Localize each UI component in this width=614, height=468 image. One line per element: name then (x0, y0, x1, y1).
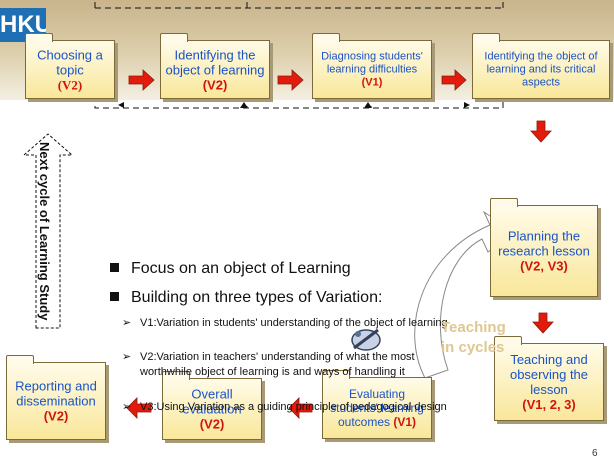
dash-arrowhead (240, 102, 248, 108)
page-number: 6 (592, 448, 598, 459)
teaching-in-cycles-label: Teaching in cycles (441, 319, 506, 356)
step-diagnosing-difficulties: Diagnosing students' learning difficulti… (312, 33, 432, 99)
down-arrow-icon (530, 120, 552, 143)
down-arrow-icon (532, 312, 554, 334)
step-planning-lesson: Planning the research lesson (V2, V3) (490, 198, 598, 297)
step-reporting-dissemination: Reporting and dissemination(V2) (6, 355, 106, 440)
right-arrow-icon (277, 69, 304, 91)
top-dashed-line (94, 0, 504, 9)
right-arrow-icon (128, 69, 155, 91)
left-arrow-icon (288, 397, 313, 419)
magnifier-icon (351, 328, 381, 351)
sub-bullet-v1: ➢V1:Variation in students' understanding… (122, 317, 448, 329)
step-critical-aspects: Identifying the object of learning and i… (472, 33, 610, 99)
dash-arrowhead (118, 102, 124, 108)
next-cycle-label: Next cycle of Learning Study (37, 142, 52, 321)
step-teaching-observing: Teaching and observing the lesson(V1, 2,… (494, 336, 604, 421)
dash-arrowhead (464, 102, 470, 108)
sub-bullet-v2: ➢V2:Variation in teachers' understanding… (122, 351, 415, 378)
step-choosing-topic: Choosing a topic(V2) (25, 33, 115, 99)
step-overall-evaluation: Overall evaluation(V2) (162, 371, 262, 440)
bullet-variation: Building on three types of Variation: (110, 289, 382, 307)
step-identifying-object: Identifying the object of learning (V2) (160, 33, 270, 99)
step-evaluating-outcomes: Evaluating students' learning outcomes (… (322, 370, 432, 439)
next-cycle-arrow (22, 133, 74, 329)
left-arrow-icon (126, 397, 152, 419)
right-arrow-icon (441, 69, 467, 91)
bullet-focus: Focus on an object of Learning (110, 260, 351, 278)
dash-arrowhead (364, 102, 372, 108)
sub-bullet-v3: ➢V3:Using Variation as a guiding princip… (122, 401, 447, 413)
